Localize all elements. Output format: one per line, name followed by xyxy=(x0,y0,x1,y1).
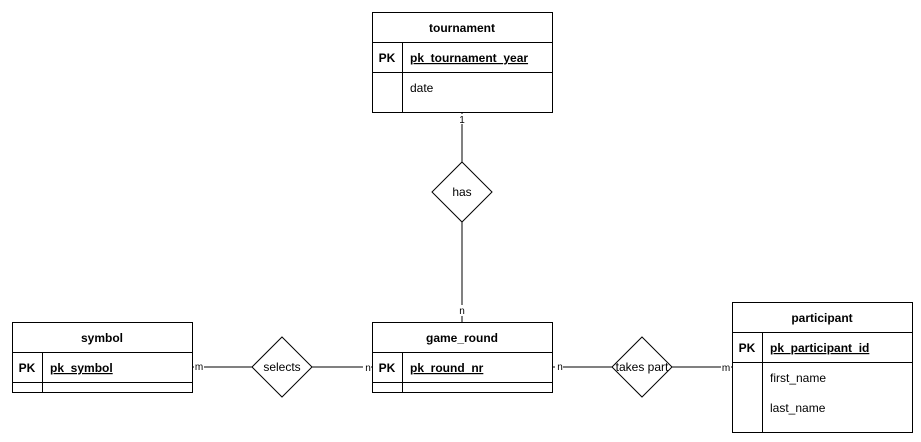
cardinality-label: n xyxy=(557,362,563,373)
cardinalities: 1 n m n n m xyxy=(194,114,731,374)
relationship-takes-part[interactable]: takes part xyxy=(611,336,673,398)
relationship-label: has xyxy=(452,185,471,199)
cardinality-label: n xyxy=(365,363,371,374)
pk-field: pk_tournament_year xyxy=(410,51,528,65)
cardinality-label: m xyxy=(195,362,203,373)
relationship-selects[interactable]: selects xyxy=(251,336,313,398)
relationship-label: takes part xyxy=(616,360,669,374)
entity-participant[interactable]: participant PK pk_participant_id first_n… xyxy=(732,302,913,433)
entity-symbol[interactable]: symbol PK pk_symbol xyxy=(12,322,193,393)
entity-title: participant xyxy=(791,311,852,325)
entity-title: symbol xyxy=(81,331,123,345)
entity-game-round[interactable]: game_round PK pk_round_nr xyxy=(372,322,553,393)
relationship-has[interactable]: has xyxy=(431,161,493,223)
pk-label: PK xyxy=(379,51,396,65)
cardinality-label: n xyxy=(459,306,465,317)
entity-tournament[interactable]: tournament PK pk_tournament_year date xyxy=(372,12,553,113)
pk-field: pk_round_nr xyxy=(410,361,484,375)
entity-title: tournament xyxy=(429,21,495,35)
attribute-field: first_name xyxy=(770,371,826,385)
entity-title: game_round xyxy=(426,331,498,345)
pk-field: pk_symbol xyxy=(50,361,113,375)
relationship-label: selects xyxy=(263,360,300,374)
cardinality-label: 1 xyxy=(459,115,465,126)
pk-field: pk_participant_id xyxy=(770,341,869,355)
cardinality-label: m xyxy=(722,363,730,374)
attribute-field: last_name xyxy=(770,401,826,415)
attribute-field: date xyxy=(410,81,434,95)
pk-label: PK xyxy=(379,361,396,375)
pk-label: PK xyxy=(739,341,756,355)
pk-label: PK xyxy=(19,361,36,375)
